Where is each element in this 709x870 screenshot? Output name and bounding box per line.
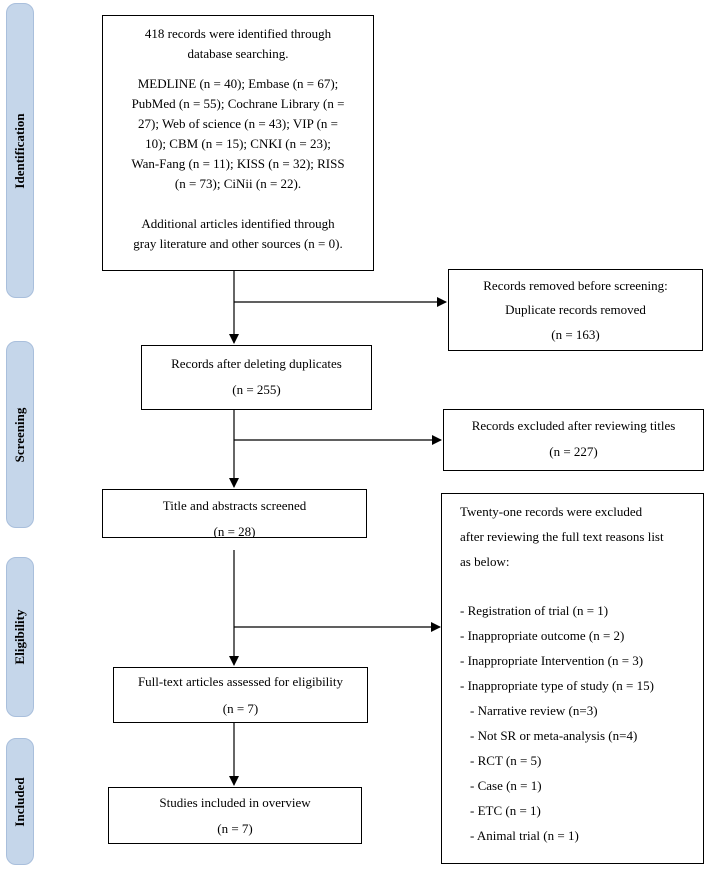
identification-line2: database searching. bbox=[187, 46, 289, 61]
eligibility-label: Full-text articles assessed for eligibil… bbox=[137, 674, 344, 689]
after-duplicates-count: (n = 255) bbox=[232, 382, 281, 397]
database-list-line3: 27); Web of science (n = 43); VIP (n = bbox=[137, 116, 339, 131]
eligibility-count: (n = 7) bbox=[222, 701, 259, 716]
exclusion-subreason: - Narrative review (n=3) bbox=[470, 703, 598, 718]
fulltext-excluded-intro2: after reviewing the full text reasons li… bbox=[460, 529, 664, 544]
included-box: Studies included in overview (n = 7) bbox=[108, 787, 362, 844]
exclusion-subreason: - Animal trial (n = 1) bbox=[470, 828, 579, 843]
exclusion-subreason: - Case (n = 1) bbox=[470, 778, 542, 793]
records-removed-box: Records removed before screening: Duplic… bbox=[448, 269, 703, 351]
excluded-titles-count: (n = 227) bbox=[549, 444, 598, 459]
fulltext-excluded-box: Twenty-one records were excluded after r… bbox=[441, 493, 704, 864]
phase-included: Included bbox=[6, 738, 34, 865]
fulltext-excluded-intro1: Twenty-one records were excluded bbox=[460, 504, 643, 519]
exclusion-reason: - Inappropriate outcome (n = 2) bbox=[460, 628, 625, 643]
excluded-titles-label: Records excluded after reviewing titles bbox=[471, 418, 676, 433]
exclusion-subreason: - Not SR or meta-analysis (n=4) bbox=[470, 728, 638, 743]
identification-box: 418 records were identified through data… bbox=[102, 15, 374, 271]
additional-sources-line1: Additional articles identified through bbox=[141, 216, 335, 231]
additional-sources-line2: gray literature and other sources (n = 0… bbox=[133, 236, 343, 251]
database-list-line5: Wan-Fang (n = 11); KISS (n = 32); RISS bbox=[131, 156, 345, 171]
exclusion-reason: - Registration of trial (n = 1) bbox=[460, 603, 609, 618]
exclusion-reason: - Inappropriate type of study (n = 15) bbox=[460, 678, 654, 693]
included-count: (n = 7) bbox=[217, 821, 253, 836]
records-removed-line1: Records removed before screening: bbox=[483, 278, 668, 293]
after-duplicates-label: Records after deleting duplicates bbox=[171, 356, 342, 371]
records-removed-count: (n = 163) bbox=[551, 327, 600, 342]
exclusion-subreason: - ETC (n = 1) bbox=[470, 803, 541, 818]
records-removed-line2: Duplicate records removed bbox=[505, 302, 646, 317]
screened-label: Title and abstracts screened bbox=[162, 498, 307, 513]
eligibility-box: Full-text articles assessed for eligibil… bbox=[113, 667, 368, 723]
database-list-line1: MEDLINE (n = 40); Embase (n = 67); bbox=[137, 76, 339, 91]
exclusion-subreason: - RCT (n = 5) bbox=[470, 753, 542, 768]
phase-screening: Screening bbox=[6, 341, 34, 528]
excluded-titles-box: Records excluded after reviewing titles … bbox=[443, 409, 704, 471]
phase-eligibility: Eligibility bbox=[6, 557, 34, 717]
database-list-line6: (n = 73); CiNii (n = 22). bbox=[174, 176, 302, 191]
phase-identification: Identification bbox=[6, 3, 34, 298]
exclusion-reason: - Inappropriate Intervention (n = 3) bbox=[460, 653, 644, 668]
identification-line1: 418 records were identified through bbox=[144, 26, 332, 41]
database-list-line2: PubMed (n = 55); Cochrane Library (n = bbox=[131, 96, 345, 111]
screened-count: (n = 28) bbox=[213, 524, 256, 538]
database-list-line4: 10); CBM (n = 15); CNKI (n = 23); bbox=[145, 136, 331, 151]
after-duplicates-box: Records after deleting duplicates (n = 2… bbox=[141, 345, 372, 410]
included-label: Studies included in overview bbox=[159, 795, 311, 810]
fulltext-excluded-intro3: as below: bbox=[460, 554, 510, 569]
screened-box: Title and abstracts screened (n = 28) bbox=[102, 489, 367, 538]
